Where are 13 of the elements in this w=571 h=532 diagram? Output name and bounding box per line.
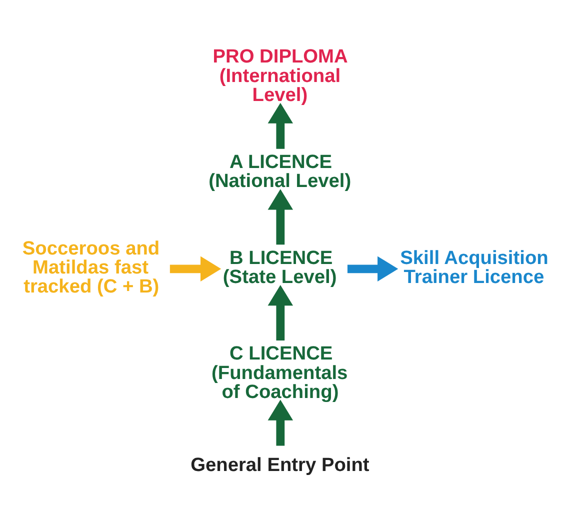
node-text: Skill Acquisition Trainer Licence [400,247,548,288]
node-text: A LICENCE (National Level) [208,152,352,192]
arrow [268,399,294,446]
arrow [347,256,398,282]
node-text: Socceroos and Matildas fast tracked (C + B) [22,238,160,298]
node-text: C LICENCE (Fundamentals of Coaching) [212,343,348,402]
arrow [268,102,294,148]
node-text: PRO DIPLOMA (International Level) [212,46,348,106]
arrow [268,188,294,244]
node-text: B LICENCE (State Level) [222,247,337,288]
arrow [170,256,222,281]
arrow [268,284,294,340]
node-text: General Entry Point [190,454,370,476]
